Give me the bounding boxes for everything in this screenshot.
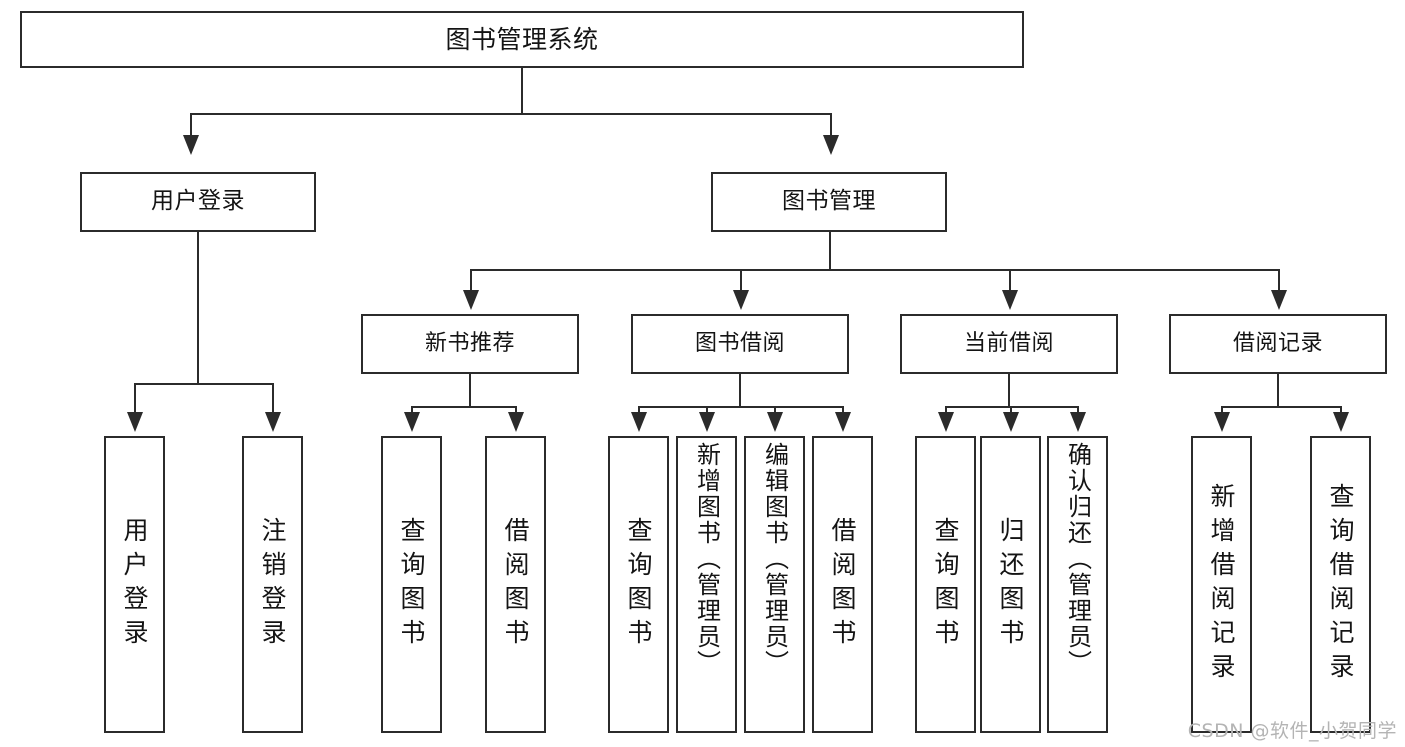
arrow-to-leaf-query-book-1: [404, 412, 420, 432]
node-label: 查询图书: [624, 516, 653, 653]
connector-user-login-stem: [197, 232, 199, 383]
arrow-to-leaf-query-book-3: [938, 412, 954, 432]
connector-root-stem: [521, 68, 523, 113]
connector-book-borrow-drop-4: [842, 406, 844, 414]
node-label: 图书管理: [782, 188, 876, 215]
connector-level3-drop-3: [1009, 269, 1011, 292]
connector-root-bus: [190, 113, 832, 115]
node-label: 新书推荐: [424, 330, 515, 356]
arrow-to-book-management: [823, 135, 839, 155]
connector-level3-drop-4: [1278, 269, 1280, 292]
connector-user-login-drop-2: [272, 383, 274, 414]
node-label: 借阅图书: [501, 516, 530, 653]
node-label: 用户登录: [120, 516, 149, 653]
leaf-logout[interactable]: 注销登录: [242, 436, 303, 733]
node-root-book-management-system[interactable]: 图书管理系统: [20, 11, 1024, 68]
arrow-to-leaf-user-login: [127, 412, 143, 432]
connector-current-borrow-drop-2: [1010, 406, 1012, 414]
arrow-to-leaf-return-book: [1003, 412, 1019, 432]
arrow-to-leaf-query-record: [1333, 412, 1349, 432]
node-label: 新增借阅记录: [1207, 482, 1236, 687]
arrow-to-leaf-add-book: [699, 412, 715, 432]
arrow-to-leaf-borrow-book-1: [508, 412, 524, 432]
node-label: 图书管理系统: [445, 24, 599, 54]
leaf-borrow-book[interactable]: 借阅图书: [812, 436, 873, 733]
node-label: 新增图书（管理员）: [692, 442, 721, 676]
node-label: 用户登录: [151, 188, 245, 215]
arrow-to-leaf-query-book-2: [631, 412, 647, 432]
connector-level3-drop-1: [470, 269, 472, 292]
leaf-add-book-admin[interactable]: 新增图书（管理员）: [676, 436, 737, 733]
connector-borrow-records-bus: [1221, 406, 1340, 408]
node-label: 查询图书: [931, 516, 960, 653]
node-label: 查询借阅记录: [1326, 482, 1355, 687]
connector-book-borrow-drop-2: [706, 406, 708, 414]
leaf-query-book-borrow[interactable]: 查询图书: [608, 436, 669, 733]
connector-borrow-records-stem: [1277, 374, 1279, 406]
node-user-login[interactable]: 用户登录: [80, 172, 316, 232]
leaf-return-book[interactable]: 归还图书: [980, 436, 1041, 733]
connector-new-book-drop-1: [411, 406, 413, 414]
connector-book-borrow-drop-1: [638, 406, 640, 414]
watermark-text: CSDN @软件_小贺同学: [1187, 720, 1397, 742]
leaf-borrow-book-recommend[interactable]: 借阅图书: [485, 436, 546, 733]
node-borrow-records[interactable]: 借阅记录: [1169, 314, 1387, 374]
connector-user-login-bus: [134, 383, 272, 385]
node-label: 查询图书: [397, 516, 426, 653]
arrow-to-book-borrow: [733, 290, 749, 310]
connector-current-borrow-drop-3: [1077, 406, 1079, 414]
connector-borrow-records-drop-1: [1221, 406, 1223, 414]
node-current-borrow[interactable]: 当前借阅: [900, 314, 1118, 374]
arrow-to-leaf-edit-book: [767, 412, 783, 432]
node-label: 借阅记录: [1232, 330, 1323, 356]
node-label: 确认归还（管理员）: [1063, 442, 1092, 676]
connector-new-book-drop-2: [515, 406, 517, 414]
leaf-query-book-recommend[interactable]: 查询图书: [381, 436, 442, 733]
connector-current-borrow-stem: [1008, 374, 1010, 406]
connector-user-login-drop-1: [134, 383, 136, 414]
arrow-to-user-login: [183, 135, 199, 155]
arrow-to-current-borrow: [1002, 290, 1018, 310]
node-label: 注销登录: [258, 516, 287, 653]
connector-current-borrow-drop-1: [945, 406, 947, 414]
arrow-to-leaf-borrow-book-2: [835, 412, 851, 432]
leaf-query-borrow-record[interactable]: 查询借阅记录: [1310, 436, 1371, 733]
connector-book-management-stem: [829, 232, 831, 269]
arrow-to-new-book-recommend: [463, 290, 479, 310]
node-book-borrow[interactable]: 图书借阅: [631, 314, 849, 374]
connector-book-borrow-bus: [638, 406, 842, 408]
node-label: 借阅图书: [828, 516, 857, 653]
arrow-to-leaf-confirm-return: [1070, 412, 1086, 432]
leaf-edit-book-admin[interactable]: 编辑图书（管理员）: [744, 436, 805, 733]
node-book-management[interactable]: 图书管理: [711, 172, 947, 232]
connector-new-book-stem: [469, 374, 471, 406]
leaf-add-borrow-record[interactable]: 新增借阅记录: [1191, 436, 1252, 733]
node-label: 当前借阅: [963, 330, 1054, 356]
connector-level3-drop-2: [740, 269, 742, 292]
connector-book-borrow-stem: [739, 374, 741, 406]
connector-root-drop-right: [830, 113, 832, 137]
node-label: 归还图书: [996, 516, 1025, 653]
arrow-to-borrow-records: [1271, 290, 1287, 310]
connector-root-drop-left: [190, 113, 192, 137]
arrow-to-leaf-add-record: [1214, 412, 1230, 432]
leaf-query-book-current[interactable]: 查询图书: [915, 436, 976, 733]
connector-level3-bus: [470, 269, 1278, 271]
leaf-user-login[interactable]: 用户登录: [104, 436, 165, 733]
node-new-book-recommend[interactable]: 新书推荐: [361, 314, 579, 374]
node-label: 编辑图书（管理员）: [760, 442, 789, 676]
leaf-confirm-return-admin[interactable]: 确认归还（管理员）: [1047, 436, 1108, 733]
arrow-to-leaf-logout: [265, 412, 281, 432]
node-label: 图书借阅: [694, 330, 785, 356]
connector-new-book-bus: [411, 406, 515, 408]
connector-borrow-records-drop-2: [1340, 406, 1342, 414]
connector-book-borrow-drop-3: [774, 406, 776, 414]
